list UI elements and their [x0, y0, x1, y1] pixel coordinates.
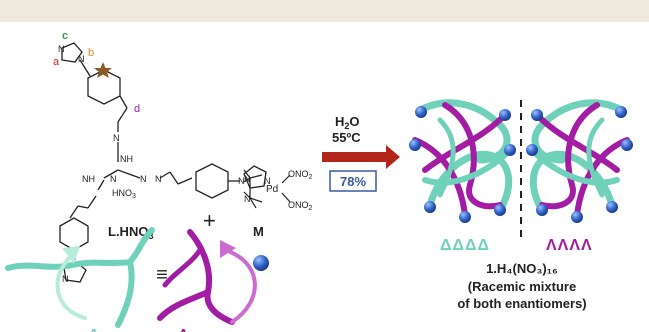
- product-formula: 1.H₄(NO₃)₁₆: [486, 261, 558, 276]
- m-n-bottom: N: [244, 194, 251, 204]
- imidazole-right: [243, 165, 267, 189]
- cage-right: [529, 99, 630, 218]
- m-n-top: N: [244, 174, 251, 184]
- label-hno3: HNO3: [112, 188, 136, 200]
- label-nh-left: NH: [82, 174, 95, 184]
- cage-left: [412, 99, 513, 218]
- label-n-bottom2: N: [62, 274, 69, 284]
- config-right: ΛΛΛΛ: [546, 237, 593, 254]
- label-atom-a: a: [53, 56, 60, 68]
- cage-left-balls: [409, 106, 516, 223]
- star-marker: [94, 62, 112, 78]
- label-n-3: N: [113, 133, 120, 143]
- imidazole-top: [61, 42, 83, 63]
- equivalence-sign: ≡: [156, 264, 168, 286]
- reaction-arrow: [322, 145, 400, 169]
- label-atom-b: b: [88, 47, 94, 59]
- solvent-label: H2O: [335, 114, 360, 131]
- m-ono2-bottom: ONO2: [288, 200, 313, 212]
- cage-right-balls: [526, 106, 633, 223]
- label-n-right1: N: [140, 174, 147, 184]
- label-atom-c: c: [62, 30, 68, 42]
- label-n-2: N: [78, 54, 85, 64]
- label-n-1: N: [58, 44, 65, 54]
- label-n-right3: N: [238, 176, 245, 186]
- config-left: ΔΔΔΔ: [440, 237, 490, 254]
- product-desc-line1: (Racemic mixture: [468, 279, 576, 294]
- yield-label: 78%: [340, 174, 366, 189]
- product-desc-line2: of both enantiomers): [457, 296, 586, 311]
- ligand-name: L.HNO3: [108, 224, 153, 241]
- m-ono2-top: ONO2: [288, 169, 313, 181]
- benzene-top: [87, 69, 121, 105]
- metal-ball: [253, 255, 269, 271]
- label-nh: NH: [120, 154, 133, 164]
- label-n-center: N: [110, 174, 117, 184]
- m-pd: Pd: [266, 184, 278, 195]
- label-n-right2: N: [155, 174, 162, 184]
- cartoon-delta-label: Δ: [88, 327, 100, 332]
- label-atom-d: d: [134, 103, 140, 115]
- plus-sign: +: [203, 208, 216, 233]
- yield-box: [329, 170, 377, 192]
- benzene-bottom: [59, 217, 89, 251]
- metal-label: M: [253, 224, 264, 239]
- ligand-cartoon: [5, 227, 257, 328]
- benzene-right: [195, 163, 229, 199]
- top-banner: [0, 0, 649, 22]
- cartoon-lambda-label: Λ: [178, 327, 189, 332]
- metal-complex: [243, 169, 291, 209]
- label-n-right4: N: [264, 176, 271, 186]
- temperature-label: 55ºC: [332, 130, 361, 145]
- ligand-structure: [59, 42, 267, 283]
